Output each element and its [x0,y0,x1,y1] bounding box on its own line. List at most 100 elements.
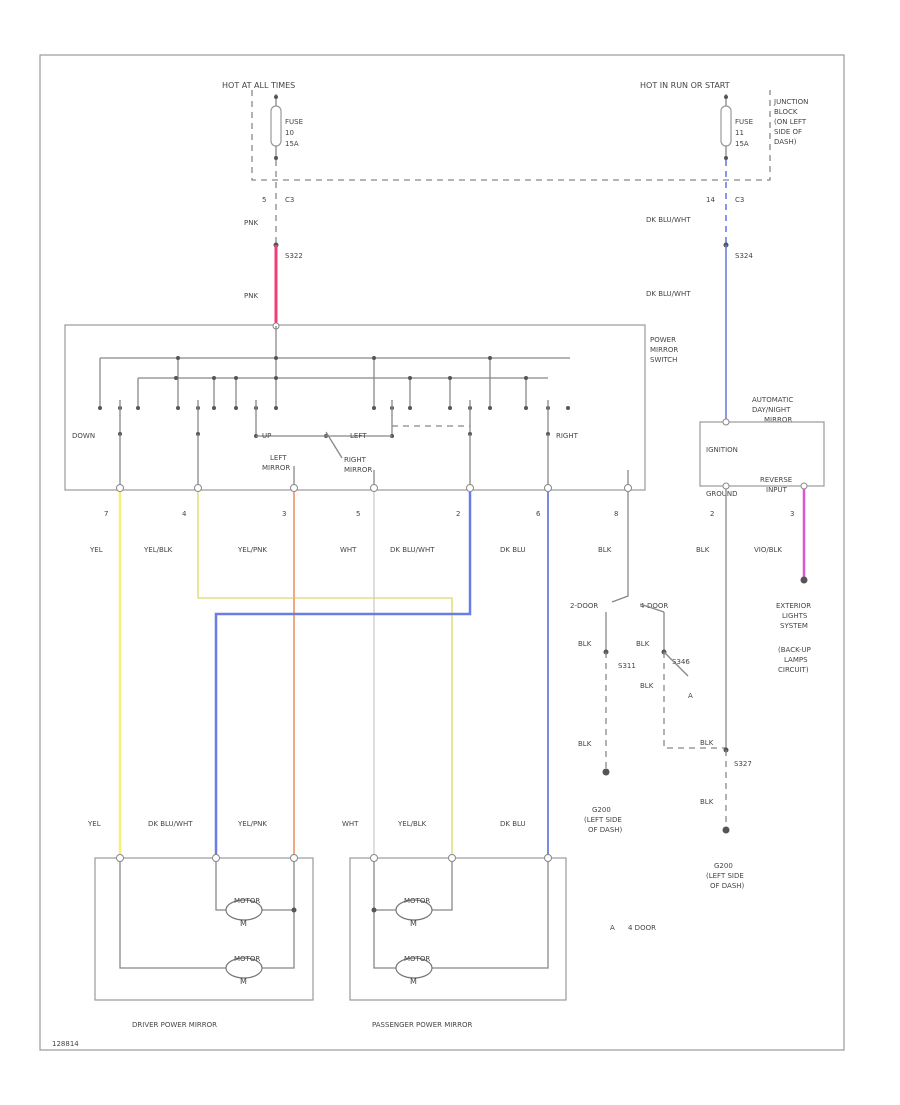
hot-at-all-times-label: HOT AT ALL TIMES [222,81,295,90]
driver-power-mirror: YEL DK BLU/WHT YEL/PNK MOTOR M MOTOR M D… [87,820,314,1029]
ground-wire-label-1: BLK [578,640,592,648]
c3-right-label: C3 [735,196,744,204]
junction-block-label-5: DASH) [774,138,797,146]
auto-mirror-name-1: AUTOMATIC [752,396,793,404]
s346-label: S346 [672,658,690,666]
c3-left-label: C3 [285,196,294,204]
passenger-motor-bottom [395,957,433,979]
switch-outline [64,324,646,491]
passenger-wire-wht-label: WHT [342,820,359,828]
s324-label: S324 [735,252,753,260]
two-door-label: 2-DOOR [570,602,598,610]
driver-motor-top-symbol: M [240,919,247,928]
g200-right-label-2: (LEFT SIDE [706,872,744,880]
exterior-lights-label-1: EXTERIOR [776,602,811,610]
fuse-11 [720,105,732,147]
fuse-11-number: 11 [735,129,744,137]
wire-yel-blk-label: YEL/BLK [143,546,173,554]
g200-left-label-1: G200 [592,806,611,814]
four-door-label: 4-DOOR [640,602,668,610]
wire-wht-label: WHT [340,546,357,554]
junction-block-label-1: JUNCTION [773,98,808,106]
hot-in-run-label: HOT IN RUN OR START [640,81,730,90]
right-label: RIGHT [556,432,579,440]
c3-pin-5: 5 [262,196,266,204]
automatic-day-night-mirror: AUTOMATIC DAY/NIGHT MIRROR IGNITION GROU… [696,396,825,750]
switch-pin-4: 4 [182,510,187,518]
junction-block-label-3: (ON LEFT [774,118,807,126]
ground-wire-label-3: BLK [578,740,592,748]
yel-blk-wire [197,492,453,855]
auto-mirror-name-3: MIRROR [764,416,792,424]
switch-name-1: POWER [650,336,676,344]
passenger-motor-bottom-symbol: M [410,977,417,986]
c3-pin-14: 14 [706,196,715,204]
reverse-input-label-1: REVERSE [760,476,792,484]
down-label: DOWN [72,432,95,440]
ground-wire-label-5: BLK [700,739,714,747]
fuse-10-rating: 15A [285,140,299,148]
driver-wire-yel-label: YEL [87,820,101,828]
passenger-mirror-title: PASSENGER POWER MIRROR [372,1021,473,1029]
passenger-motor-top [395,899,433,921]
wire-yel-label: YEL [89,546,103,554]
passenger-motor-top-symbol: M [410,919,417,928]
g200-left-label-3: OF DASH) [588,826,623,834]
passenger-mirror-outline [349,857,567,1001]
left-mirror-label-2: MIRROR [262,464,290,472]
wire-blk-label: BLK [598,546,612,554]
wire-dk-blu-label: DK BLU [500,546,526,554]
s322-label: S322 [285,252,303,260]
fuse-11-rating: 15A [735,140,749,148]
exterior-lights-label-4: (BACK-UP [778,646,811,654]
fuse-10-number: 10 [285,129,294,137]
g200-right-label-3: OF DASH) [710,882,745,890]
s311-label: S311 [618,662,636,670]
reverse-input-label-2: INPUT [766,486,788,494]
exterior-lights-label-3: SYSTEM [780,622,808,630]
switch-pin-7: 7 [104,510,108,518]
power-mirror-switch: POWER MIRROR SWITCH [64,322,678,554]
switch-pin-6: 6 [536,510,541,518]
fuse-10-label: FUSE [285,118,303,126]
pnk-lower-label: PNK [244,292,258,300]
switch-pin-3: 3 [282,510,286,518]
driver-motor-top [225,899,263,921]
wire-yel-pnk-label: YEL/PNK [237,546,267,554]
left-label: LEFT [350,432,367,440]
figure-id: 128814 [52,1040,79,1048]
legend-mark: A [610,924,615,932]
driver-wire-yel-pnk-label: YEL/PNK [237,820,267,828]
pnk-upper-label: PNK [244,219,258,227]
passenger-wire-yel-blk-label: YEL/BLK [397,820,427,828]
driver-motor-bottom [225,957,263,979]
driver-motor-top-label: MOTOR [234,897,260,905]
switch-name-2: MIRROR [650,346,678,354]
right-mirror-label-2: MIRROR [344,466,372,474]
driver-motor-bottom-label: MOTOR [234,955,260,963]
dk-blu-wht-lower-label: DK BLU/WHT [646,290,691,298]
ground-label: GROUND [706,490,738,498]
outer-frame [39,54,845,1051]
right-mirror-label-1: RIGHT [344,456,367,464]
switch-pin-2: 2 [456,510,460,518]
passenger-motor-bottom-label: MOTOR [404,955,430,963]
switch-pin-5: 5 [356,510,360,518]
g200-left-label-2: (LEFT SIDE [584,816,622,824]
auto-mirror-outline [699,421,825,487]
up-label: UP [262,432,271,440]
ground-network: 2-DOOR 4-DOOR BLK BLK S311 S346 A BLK G2… [570,492,752,890]
switch-name-3: SWITCH [650,356,677,364]
exterior-lights-label-6: CIRCUIT) [778,666,809,674]
junction-block-label-4: SIDE OF [774,128,802,136]
driver-wire-dk-blu-wht-label: DK BLU/WHT [148,820,193,828]
dk-blu-wht-upper-label: DK BLU/WHT [646,216,691,224]
top-right-source: HOT IN RUN OR START FUSE 11 15A JUNCTION… [640,81,808,420]
auto-mirror-pin-2: 2 [710,510,714,518]
dk-blu-wht-wire [214,492,472,855]
junction-block-label-2: BLOCK [774,108,798,116]
driver-mirror-outline [94,857,314,1001]
auto-mirror-name-2: DAY/NIGHT [752,406,791,414]
